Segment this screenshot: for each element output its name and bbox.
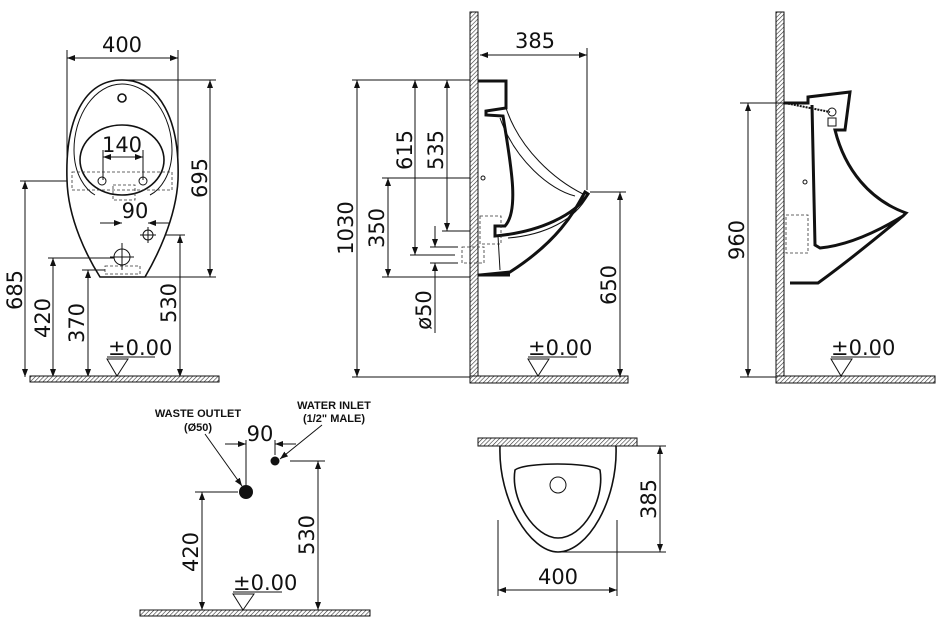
dim-depth: 385 — [515, 29, 555, 53]
wall — [775, 11, 785, 378]
spud-icon — [117, 93, 127, 103]
top-view: 385 400 — [477, 437, 666, 596]
floor-level: ±0.00 — [831, 336, 895, 360]
dim-rim-height: 650 — [597, 265, 621, 305]
wall — [477, 437, 638, 447]
dim-inlet-height: 530 — [157, 283, 181, 323]
water-inlet-dot — [270, 456, 280, 466]
water-inlet-label: WATER INLET — [297, 400, 371, 412]
urinal-side-outline — [784, 90, 909, 285]
waste-outlet-label: WASTE OUTLET — [155, 408, 241, 420]
dim-waste-height: 420 — [179, 532, 203, 572]
dim-width: 400 — [102, 33, 142, 57]
dim-height: 960 — [725, 220, 749, 260]
dim-inlet-height: 530 — [295, 515, 319, 555]
dim-535: 535 — [424, 130, 448, 170]
dim-inlet-offset: 90 — [122, 199, 149, 223]
floor-level: ±0.00 — [528, 336, 592, 360]
floor — [469, 375, 629, 384]
dim-width: 400 — [538, 565, 578, 589]
flush-chain — [784, 102, 831, 113]
bowl-opening — [79, 124, 165, 196]
wall — [469, 11, 479, 378]
urinal-front-outline — [66, 79, 179, 278]
floor-level: ±0.00 — [108, 336, 172, 360]
dim-bowl-width: 140 — [102, 133, 142, 157]
floor-level: ±0.00 — [233, 571, 297, 595]
floor — [29, 375, 220, 383]
dim-total-height: 1030 — [334, 201, 358, 254]
water-inlet-spec: (1/2" MALE) — [303, 413, 365, 425]
waste-outlet-spec: (Ø50) — [184, 422, 212, 434]
front-view: 400 695 140 90 685 420 370 530 ±0.00 — [3, 33, 220, 383]
bowl-opening — [513, 463, 602, 539]
connection-view: WASTE OUTLET (Ø50) WATER INLET (1/2" MAL… — [139, 400, 371, 617]
dim-615: 615 — [393, 130, 417, 170]
floor — [775, 375, 936, 384]
floor — [139, 609, 371, 617]
dim-offset: 90 — [247, 422, 274, 446]
urinal-side-outline — [478, 79, 591, 277]
dim-depth: 385 — [637, 479, 661, 519]
urinal-top-outline — [499, 445, 617, 553]
dim-waste-diameter: ø50 — [412, 290, 436, 330]
dim-height: 695 — [188, 158, 212, 198]
side-view: 385 1030 615 535 350 ø50 650 ±0.00 — [334, 11, 629, 384]
dim-waste-height: 420 — [31, 298, 55, 338]
dim-350: 350 — [365, 208, 389, 248]
side-view-flush: 960 ±0.00 — [725, 11, 936, 384]
waste-outlet-dot — [239, 485, 253, 499]
dim-bottom-height: 370 — [65, 303, 89, 343]
dim-bracket-height: 685 — [3, 270, 27, 310]
